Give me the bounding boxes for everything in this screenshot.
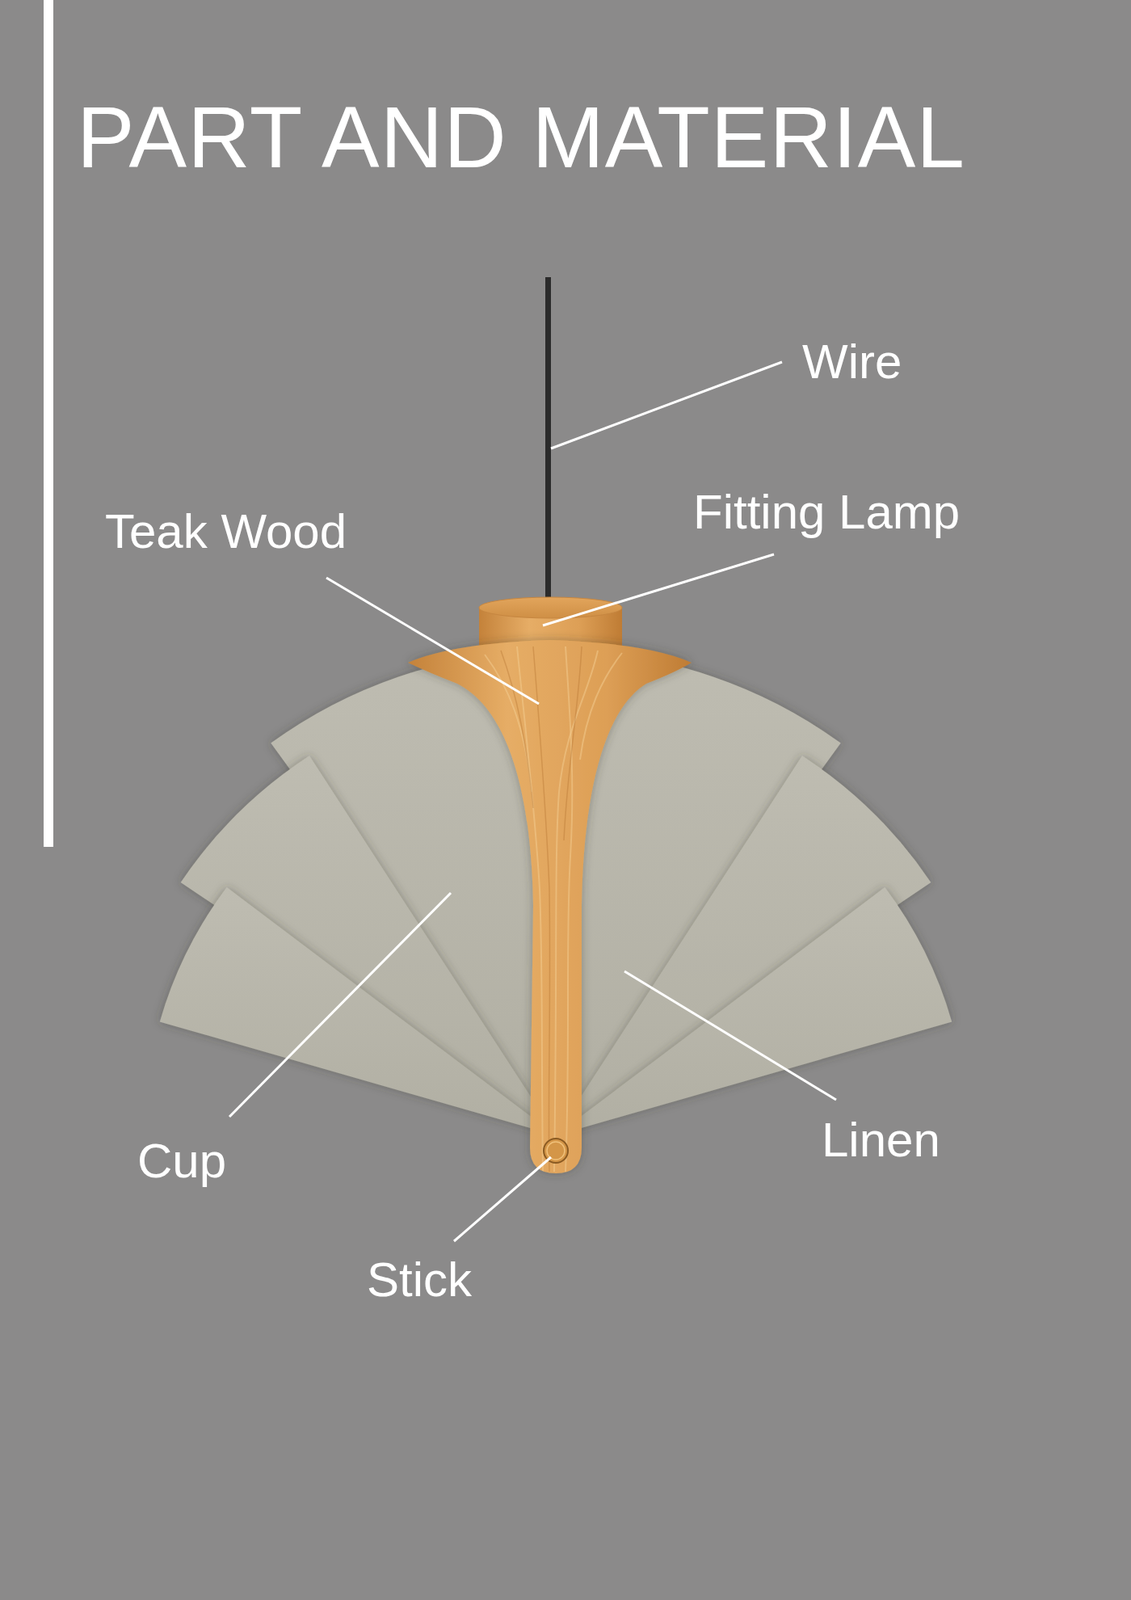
- leader-line: [542, 554, 774, 626]
- linen-petal: [555, 887, 952, 1136]
- part-label: Cup: [137, 1136, 227, 1186]
- part-label: Wire: [802, 337, 902, 387]
- part-label: Teak Wood: [105, 507, 347, 556]
- linen-petal: [159, 887, 556, 1136]
- part-label: Stick: [366, 1255, 472, 1304]
- leader-line: [550, 361, 783, 449]
- teak-body: [407, 639, 692, 1174]
- wire: [545, 277, 551, 605]
- page-title: PART AND MATERIAL: [76, 94, 966, 181]
- leader-line: [624, 971, 837, 1100]
- leader-line: [326, 577, 539, 704]
- wood-grain: [484, 646, 623, 1172]
- leader-line: [454, 1156, 551, 1241]
- part-label: Linen: [821, 1115, 941, 1165]
- leader-line: [229, 892, 451, 1117]
- wood-grain-dark: [500, 646, 582, 1172]
- accent-bar: [43, 0, 54, 847]
- part-label: Fitting Lamp: [693, 487, 960, 537]
